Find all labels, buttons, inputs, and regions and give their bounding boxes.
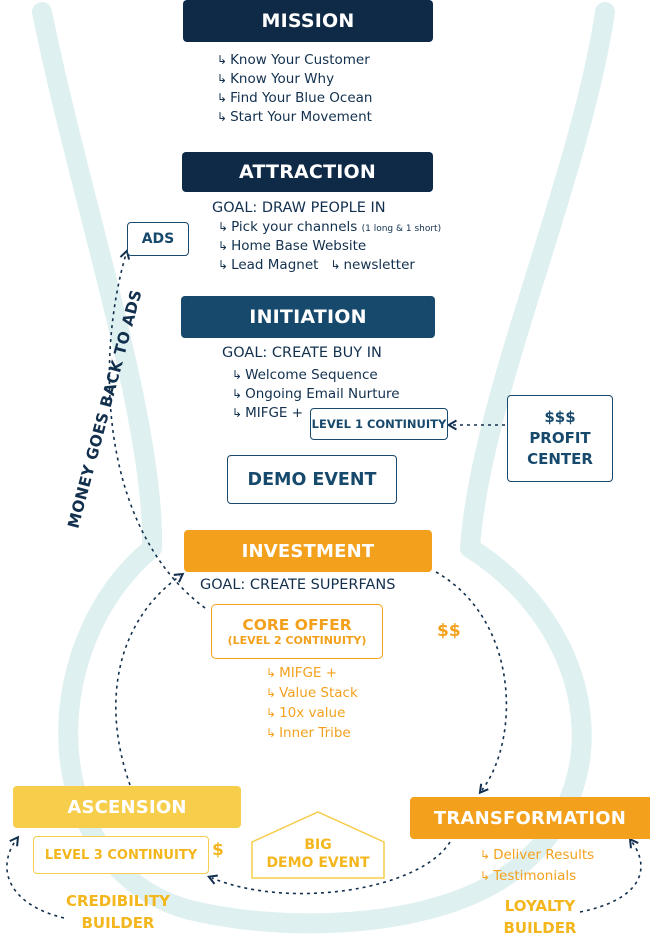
arrow-icon: ↳: [217, 53, 228, 67]
arrow-icon: ↳: [218, 258, 229, 272]
arrow-icon: ↳: [480, 869, 491, 883]
core-offer-subtitle: (LEVEL 2 CONTINUITY): [227, 634, 367, 647]
level3-dollar: $: [212, 840, 224, 860]
arrow-icon: ↳: [266, 686, 277, 700]
core-offer-title: CORE OFFER: [242, 616, 352, 634]
initiation-item: ↳Ongoing Email Nurture: [232, 386, 400, 402]
initiation-item: ↳MIFGE +: [232, 405, 304, 421]
loyalty-loop-arrow: [579, 837, 642, 913]
arrow-icon: ↳: [266, 706, 277, 720]
attraction-item: ↳Lead Magnet↳newsletter: [218, 257, 415, 273]
level3-continuity-box: LEVEL 3 CONTINUITY: [33, 836, 209, 874]
core-offer-box: CORE OFFER (LEVEL 2 CONTINUITY): [211, 604, 383, 659]
ads-box: ADS: [127, 222, 189, 256]
ascension-to-investment-arrow: [115, 572, 185, 786]
arrow-icon: ↳: [266, 726, 277, 740]
mission-header: MISSION: [183, 0, 433, 42]
attraction-item: ↳Home Base Website: [218, 238, 367, 254]
investment-item: ↳Value Stack: [266, 685, 358, 701]
ads-label: ADS: [141, 231, 175, 247]
transformation-to-ascension-arrow: [207, 841, 451, 895]
channels-note: (1 long & 1 short): [361, 224, 442, 234]
demo-event-box: DEMO EVENT: [227, 455, 397, 504]
mission-item: ↳Know Your Why: [217, 71, 335, 87]
attraction-title: ATTRACTION: [239, 161, 376, 183]
mission-item: ↳Find Your Blue Ocean: [217, 90, 373, 106]
mission-title: MISSION: [261, 10, 355, 32]
investment-title: INVESTMENT: [241, 540, 375, 562]
arrow-icon: ↳: [217, 110, 228, 124]
level1-continuity-box: LEVEL 1 CONTINUITY: [310, 408, 448, 440]
mission-item: ↳Know Your Customer: [217, 52, 370, 68]
investment-to-transformation-arrow: [435, 571, 508, 795]
arrow-icon: ↳: [266, 666, 277, 680]
initiation-header: INITIATION: [181, 296, 435, 338]
arrow-icon: ↳: [217, 91, 228, 105]
profit-center-box: $$$ PROFIT CENTER: [507, 395, 613, 482]
initiation-item: ↳Welcome Sequence: [232, 367, 378, 383]
big-demo-event-label: BIG DEMO EVENT: [266, 837, 370, 871]
initiation-title: INITIATION: [249, 306, 367, 328]
investment-item: ↳10x value: [266, 705, 346, 721]
investment-header: INVESTMENT: [184, 530, 432, 572]
transformation-title: TRANSFORMATION: [433, 807, 627, 829]
ascension-title: ASCENSION: [67, 796, 187, 818]
attraction-header: ATTRACTION: [182, 152, 433, 192]
investment-item: ↳MIFGE +: [266, 665, 338, 681]
profit-label: PROFIT: [529, 429, 591, 447]
loyalty-builder-label: LOYALTY BUILDER: [503, 897, 577, 937]
investment-item: ↳Inner Tribe: [266, 725, 351, 741]
arrow-icon: ↳: [480, 848, 491, 862]
arrow-icon: ↳: [217, 72, 228, 86]
initiation-goal: GOAL: CREATE BUY IN: [222, 345, 382, 361]
ascension-header: ASCENSION: [13, 786, 241, 828]
arrow-icon: ↳: [232, 368, 243, 382]
arrow-icon: ↳: [218, 220, 229, 234]
arrow-icon: ↳: [330, 258, 341, 272]
center-label: CENTER: [527, 450, 593, 468]
arrow-icon: ↳: [232, 387, 243, 401]
transformation-header: TRANSFORMATION: [410, 797, 650, 839]
transformation-item: ↳Deliver Results: [480, 847, 595, 863]
transformation-item: ↳Testimonials: [480, 868, 577, 884]
arrow-icon: ↳: [232, 406, 243, 420]
profit-dollars: $$$: [544, 408, 576, 426]
ads-return-arrow: [108, 248, 206, 609]
funnel-outline: [32, 2, 615, 934]
attraction-goal: GOAL: DRAW PEOPLE IN: [212, 200, 386, 216]
attraction-item: ↳Pick your channels (1 long & 1 short): [218, 219, 442, 235]
arrow-icon: ↳: [218, 239, 229, 253]
credibility-loop-arrow: [6, 835, 65, 919]
investment-goal: GOAL: CREATE SUPERFANS: [200, 577, 396, 593]
mission-item: ↳Start Your Movement: [217, 109, 372, 125]
core-offer-dollars: $$: [437, 621, 461, 641]
credibility-builder-label: CREDIBILITY BUILDER: [65, 892, 171, 932]
big-demo-house-outline: [251, 811, 385, 879]
